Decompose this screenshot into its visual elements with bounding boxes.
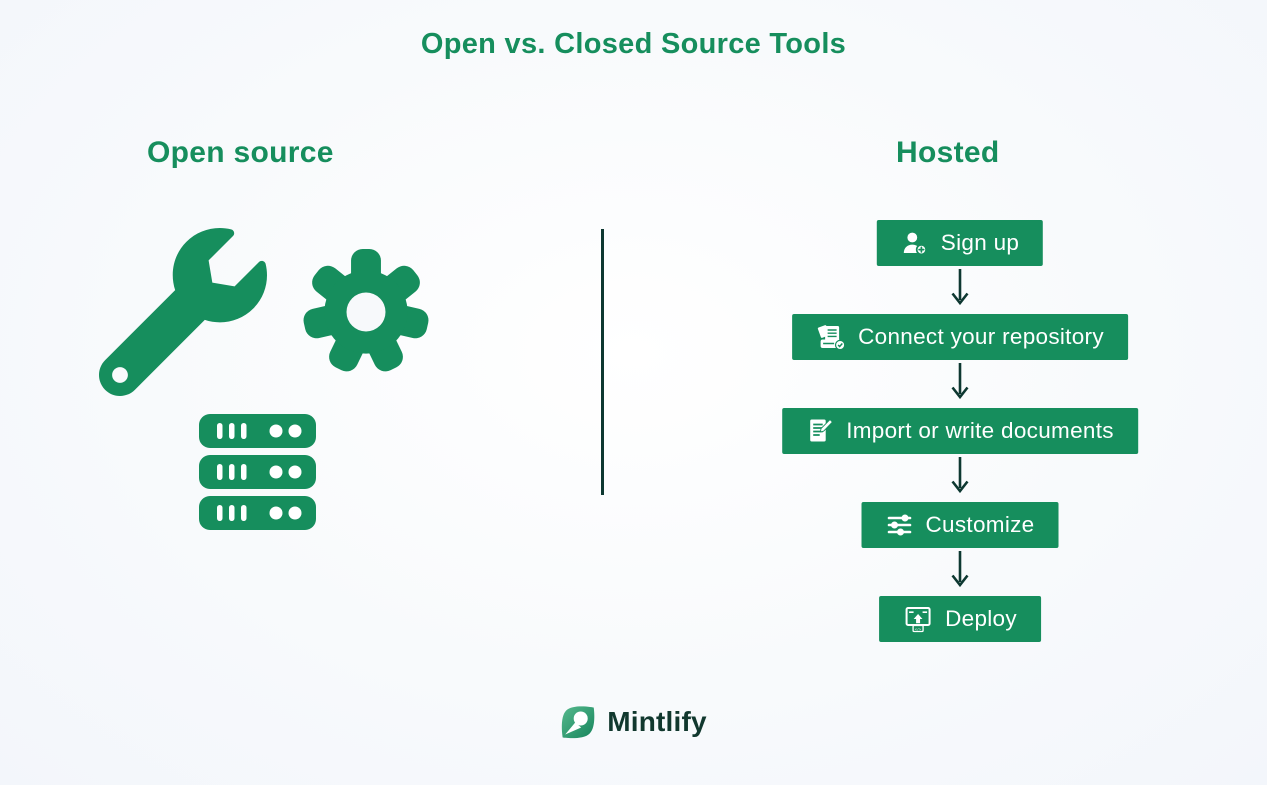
- document-edit-icon: [806, 417, 834, 445]
- mintlify-leaf-icon: [559, 703, 597, 741]
- repository-documents-icon: [816, 322, 846, 352]
- hosted-heading: Hosted: [896, 136, 1000, 169]
- step-connect-repository: Connect your repository: [792, 314, 1128, 360]
- step-label: Deploy: [945, 606, 1017, 631]
- step-customize: Customize: [861, 502, 1059, 548]
- server-stack-icon: [199, 414, 317, 537]
- step-label: Import or write documents: [846, 418, 1114, 443]
- mintlify-wordmark: Mintlify: [607, 706, 707, 737]
- step-deploy: </> Deploy: [879, 596, 1041, 642]
- deploy-window-icon: </>: [903, 604, 933, 634]
- down-arrow-icon: [949, 549, 971, 596]
- user-add-icon: [901, 229, 929, 257]
- mintlify-logo: Mintlify: [559, 703, 707, 741]
- code-badge: </>: [915, 626, 922, 631]
- down-arrow-icon: [949, 361, 971, 408]
- down-arrow-icon: [949, 267, 971, 314]
- sliders-icon: [886, 511, 914, 539]
- open-source-heading: Open source: [147, 136, 334, 169]
- down-arrow-icon: [949, 455, 971, 502]
- step-label: Customize: [925, 512, 1035, 537]
- step-label: Connect your repository: [858, 324, 1104, 349]
- step-import-write-documents: Import or write documents: [782, 408, 1138, 454]
- page-title: Open vs. Closed Source Tools: [420, 28, 847, 60]
- step-sign-up: Sign up: [876, 220, 1044, 266]
- gear-icon: [301, 247, 431, 382]
- section-divider: [601, 229, 604, 495]
- step-label: Sign up: [940, 230, 1020, 255]
- wrench-icon: [92, 228, 274, 401]
